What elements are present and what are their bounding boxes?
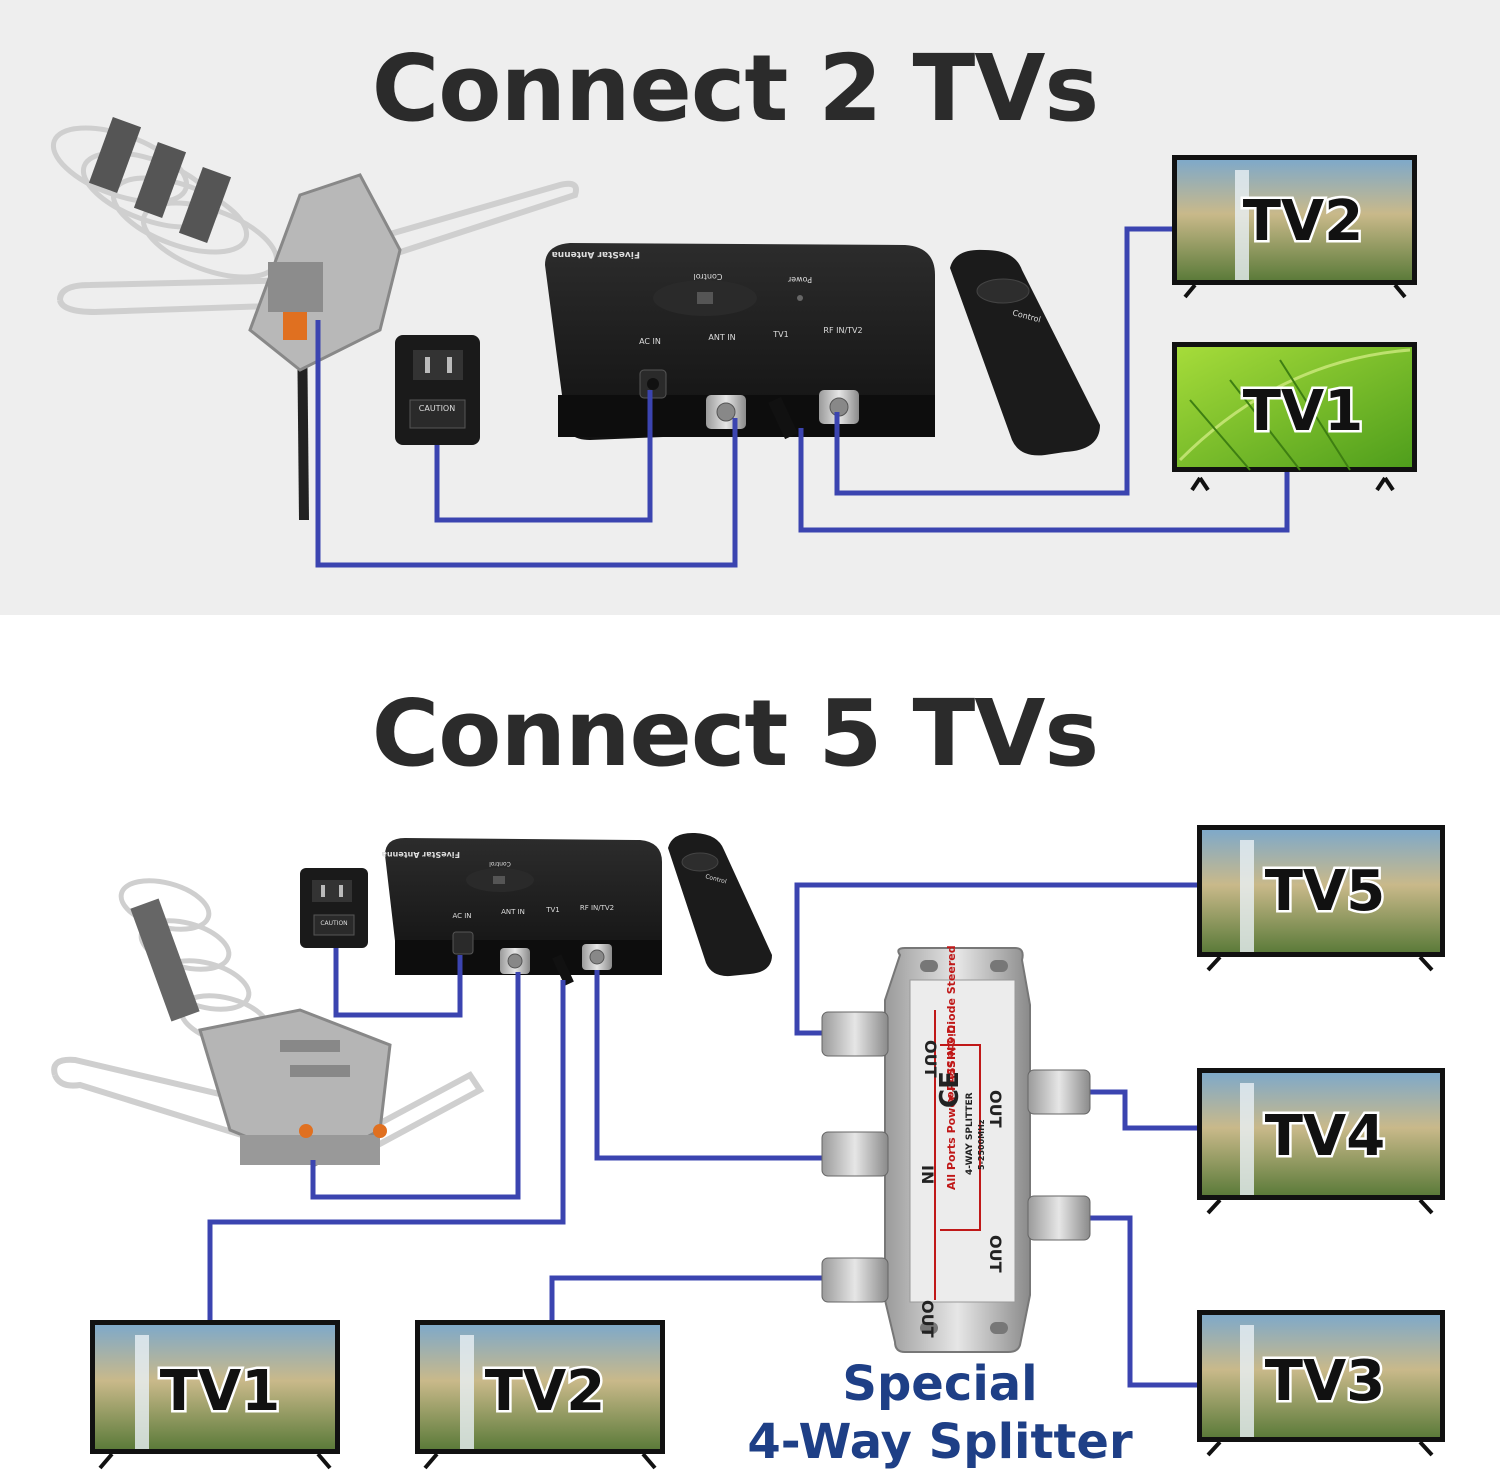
amplifier-bottom-control-label: Control	[489, 860, 511, 867]
port-label-tv1: TV1	[772, 330, 788, 339]
tv-bottom-tv1: TV1	[90, 1320, 340, 1470]
cables-top	[315, 226, 1290, 568]
tv-label-bottom-tv1: TV1	[160, 1359, 281, 1424]
amplifier-control-label: Control	[694, 272, 723, 281]
amplifier-power-label: Power	[787, 275, 812, 284]
title-connect-2-tvs: Connect 2 TVs	[371, 35, 1099, 142]
amplifier-top: FiveStar Antenna Control Power AC IN ANT…	[545, 243, 935, 440]
port-label-rf-in-tv2: RF IN/TV2	[823, 326, 862, 335]
cables-bottom	[207, 882, 1200, 1388]
port-bottom-label-ac-in: AC IN	[452, 912, 471, 920]
splitter: OUT OUT IN OUT OUT Diode Steered All Por…	[821, 945, 1091, 1353]
tv-top-tv2: TV2	[1172, 155, 1417, 299]
port-bottom-label-ant-in: ANT IN	[501, 908, 525, 916]
splitter-port-out-1: OUT	[921, 1040, 940, 1078]
tv-label-bottom-tv5: TV5	[1265, 859, 1386, 924]
tv-bottom-tv4: TV4	[1197, 1068, 1445, 1215]
splitter-port-in: IN	[918, 1165, 937, 1184]
adapter-bottom-caution-label: CAUTION	[320, 920, 347, 927]
tv-label-bottom-tv4: TV4	[1265, 1104, 1386, 1169]
splitter-caption-line1: Special	[842, 1356, 1038, 1412]
amplifier-bottom: FiveStar Antenna Control AC IN ANT IN TV…	[382, 838, 662, 986]
remote-bottom: Control	[668, 832, 772, 977]
tv-bottom-tv3: TV3	[1197, 1310, 1445, 1457]
power-adapter-top: CAUTION	[395, 335, 480, 445]
splitter-port-out-3: OUT	[986, 1235, 1005, 1273]
splitter-body-text-1: All Ports Power PASSING Diode Steered	[945, 945, 958, 1190]
port-bottom-label-rf-in-tv2: RF IN/TV2	[580, 904, 614, 912]
splitter-port-out-4: OUT	[918, 1300, 937, 1338]
antenna-top	[50, 116, 579, 521]
splitter-caption-line2: 4-Way Splitter	[747, 1414, 1133, 1470]
tv-label-bottom-tv3: TV3	[1265, 1349, 1386, 1414]
splitter-body-text-3: 5-2500MHz	[977, 1119, 986, 1170]
port-bottom-label-tv1: TV1	[545, 906, 560, 914]
adapter-caution-label: CAUTION	[419, 404, 455, 413]
splitter-diode-label: Diode Steered	[945, 1025, 956, 1105]
title-connect-5-tvs: Connect 5 TVs	[371, 680, 1099, 787]
splitter-body-text-2: 4-WAY SPLITTER	[965, 1092, 975, 1175]
tv-bottom-tv5: TV5	[1197, 825, 1445, 972]
splitter-port-out-2: OUT	[986, 1090, 1005, 1128]
tv-label-top-tv2: TV2	[1243, 189, 1364, 254]
amplifier-bottom-brand: FiveStar Antenna	[382, 850, 461, 859]
remote-top: Control	[950, 249, 1100, 456]
tv-bottom-tv2: TV2	[415, 1320, 665, 1470]
antenna-bottom	[51, 878, 485, 1167]
port-label-ant-in: ANT IN	[708, 333, 735, 342]
tv-label-bottom-tv2: TV2	[485, 1359, 606, 1424]
tv-top-tv1: TV1	[1172, 342, 1417, 492]
port-label-ac-in: AC IN	[639, 337, 661, 346]
splitter-ce-mark: CE	[935, 1071, 965, 1108]
tv-label-top-tv1: TV1	[1243, 379, 1364, 444]
power-adapter-bottom: CAUTION	[300, 868, 368, 948]
amplifier-brand: FiveStar Antenna	[552, 249, 640, 259]
